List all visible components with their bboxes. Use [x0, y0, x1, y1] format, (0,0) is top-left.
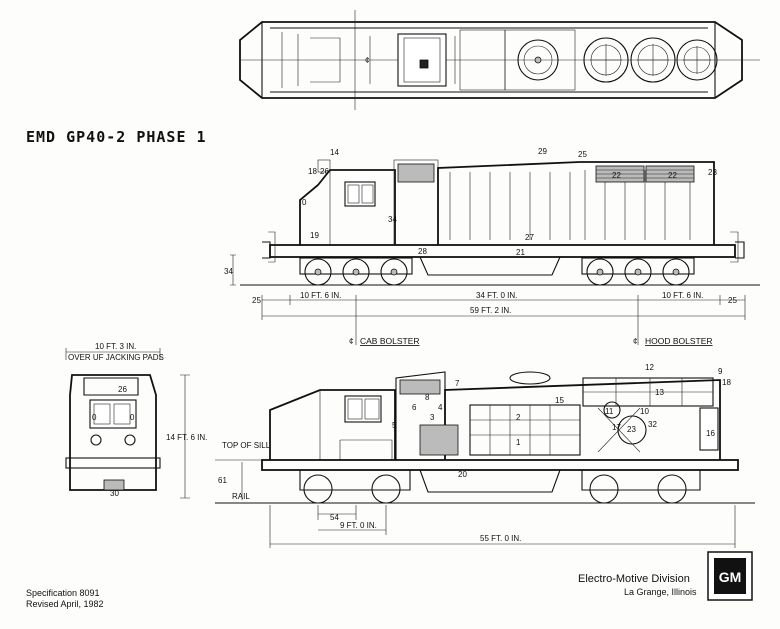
end-callout: 26 [118, 385, 127, 394]
side-callout: 26 [320, 167, 329, 176]
truck-centers: 34 FT. 0 IN. [476, 291, 517, 300]
top-of-sill-label: TOP OF SILL [222, 441, 271, 450]
side-elevation: 14 18 26 29 25 22 22 23 19 0 34 28 27 21 [240, 147, 760, 286]
end-callout: 30 [110, 489, 119, 498]
cutaway-callout: 3 [430, 413, 435, 422]
cab-bolster-cl: ¢ [349, 337, 353, 346]
side-callout: 14 [330, 148, 339, 157]
end-offset-right: 25 [728, 296, 737, 305]
rail-label: RAIL [232, 492, 250, 501]
end-view: 10 FT. 3 IN. OVER UF JACKING PADS 14 FT.… [65, 342, 207, 499]
side-callout: 18 [308, 167, 317, 176]
gm-logo-icon: GM [707, 551, 753, 601]
cutaway-callout: 16 [706, 429, 715, 438]
side-callout: 0 [302, 198, 307, 207]
cutaway-callout: 11 [605, 407, 614, 416]
cab-bolster-label: CAB BOLSTER [360, 336, 420, 346]
cutaway-dimensions: TOP OF SILL RAIL 61 54 9 FT. 0 IN. 55 FT… [218, 441, 736, 548]
cutaway-callout: 17 [612, 423, 621, 432]
cutaway-callout: 4 [438, 403, 443, 412]
cutaway-callout: 20 [458, 470, 467, 479]
plan-cl-mark: ¢ [365, 56, 369, 65]
side-callout: 22 [612, 171, 621, 180]
cutaway-callout: 8 [425, 393, 430, 402]
frame-length: 55 FT. 0 IN. [480, 534, 521, 543]
side-callout: 28 [418, 247, 427, 256]
cutaway-callout: 1 [516, 438, 521, 447]
drawing-title: EMD GP40-2 PHASE 1 [26, 128, 207, 146]
side-callout: 19 [310, 231, 319, 240]
cutaway-callout: 5 [392, 421, 397, 430]
cutaway-callout: 9 [718, 367, 723, 376]
truck-wheelbase: 9 FT. 0 IN. [340, 521, 377, 530]
hood-bolster-cl: ¢ [633, 337, 637, 346]
side-callout: 23 [708, 168, 717, 177]
cutaway-callout: 18 [722, 378, 731, 387]
hood-bolster-label: HOOD BOLSTER [645, 336, 713, 346]
cutaway-callout: 12 [645, 363, 654, 372]
cutaway-callout: 6 [412, 403, 417, 412]
front-overhang: 10 FT. 6 IN. [300, 291, 341, 300]
cutaway-callout: 7 [455, 379, 460, 388]
rear-overhang: 10 FT. 6 IN. [662, 291, 703, 300]
side-callout: 34 [388, 215, 397, 224]
gm-logo-text: GM [719, 569, 742, 585]
spec-number: Specification 8091 [26, 588, 100, 598]
end-callout: 0 [92, 413, 97, 422]
cutaway-callout: 23 [627, 425, 636, 434]
end-callout: 0 [130, 413, 135, 422]
cutaway-callout: 32 [648, 420, 657, 429]
axle-spacing: 54 [330, 513, 339, 522]
spec-revised: Revised April, 1982 [26, 599, 104, 609]
end-width: 10 FT. 3 IN. [95, 342, 136, 351]
side-callout: 21 [516, 248, 525, 257]
maker-name: Electro-Motive Division [578, 573, 690, 585]
end-height: 14 FT. 6 IN. [166, 433, 207, 442]
overall-length: 59 FT. 2 IN. [470, 306, 511, 315]
end-offset-left: 25 [252, 296, 261, 305]
cutaway-callout: 10 [640, 407, 649, 416]
cutaway-callout: 2 [516, 413, 521, 422]
cutaway-callout: 15 [555, 396, 564, 405]
side-dimensions: 25 10 FT. 6 IN. 34 FT. 0 IN. 10 FT. 6 IN… [224, 254, 746, 346]
plan-view: ¢ [239, 10, 760, 110]
cutaway-view: 12 9 18 13 7 8 6 5 3 4 11 10 15 17 23 32… [215, 363, 755, 504]
side-callout: 25 [578, 150, 587, 159]
jacking-pads: OVER UF JACKING PADS [68, 353, 164, 362]
coupler-height: 34 [224, 267, 233, 276]
side-callout: 27 [525, 233, 534, 242]
side-callout: 22 [668, 171, 677, 180]
side-callout: 29 [538, 147, 547, 156]
sill-height: 61 [218, 476, 227, 485]
cutaway-callout: 13 [655, 388, 664, 397]
maker-location: La Grange, Illinois [624, 587, 697, 597]
